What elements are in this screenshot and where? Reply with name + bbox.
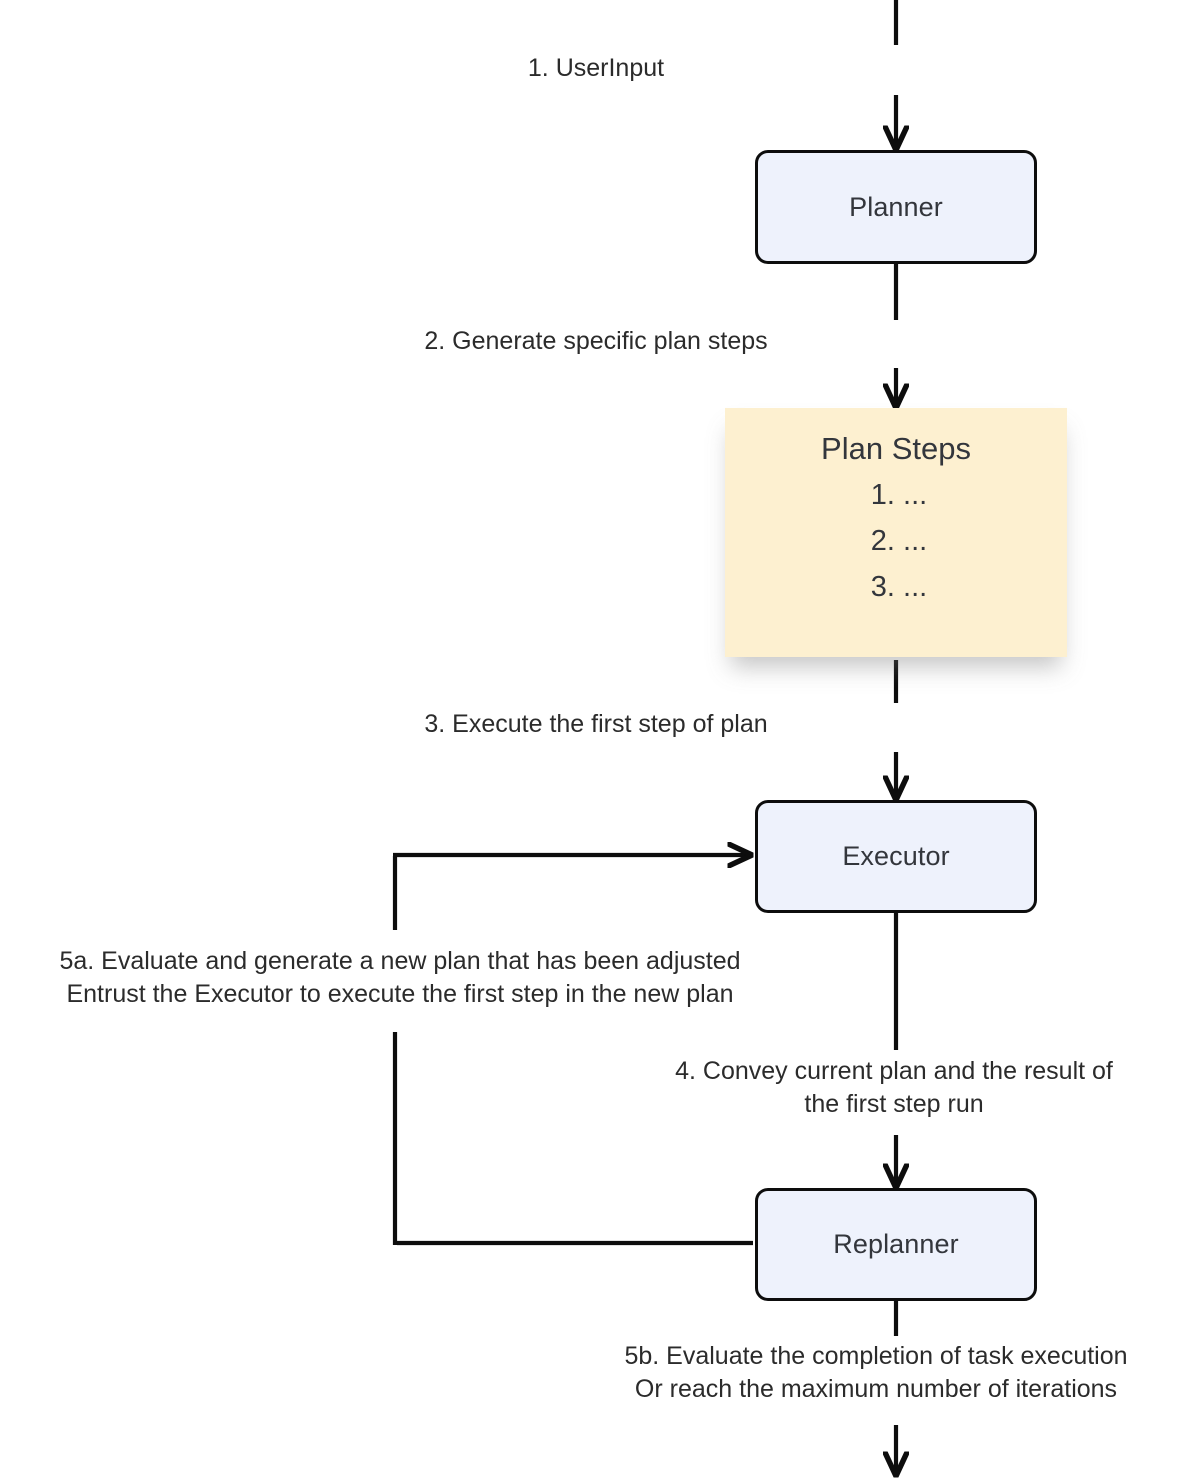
node-executor[interactable]: Executor <box>755 800 1037 913</box>
edge-label-3-execute-first-step: 3. Execute the first step of plan <box>0 708 1192 741</box>
plan-step-item: 3. ... <box>870 570 928 603</box>
edge-label-5a-evaluate-new-plan: 5a. Evaluate and generate a new plan tha… <box>0 945 800 1011</box>
note-plan-steps[interactable]: Plan Steps 1. ... 2. ... 3. ... <box>725 408 1067 657</box>
plan-step-item: 1. ... <box>870 479 928 512</box>
edge-label-1-userinput: 1. UserInput <box>0 52 1192 85</box>
edge-label-5b-evaluate-completion: 5b. Evaluate the completion of task exec… <box>560 1340 1192 1406</box>
node-planner[interactable]: Planner <box>755 150 1037 264</box>
edge-label-4-convey-plan-result: 4. Convey current plan and the result of… <box>596 1055 1192 1121</box>
node-planner-label: Planner <box>849 191 943 222</box>
node-executor-label: Executor <box>842 841 950 871</box>
plan-step-item: 2. ... <box>870 525 928 557</box>
edge-label-2-generate-plan-steps: 2. Generate specific plan steps <box>0 325 1192 358</box>
node-replanner[interactable]: Replanner <box>755 1188 1037 1301</box>
plan-steps-title: Plan Steps <box>821 431 971 466</box>
node-replanner-label: Replanner <box>833 1229 959 1259</box>
